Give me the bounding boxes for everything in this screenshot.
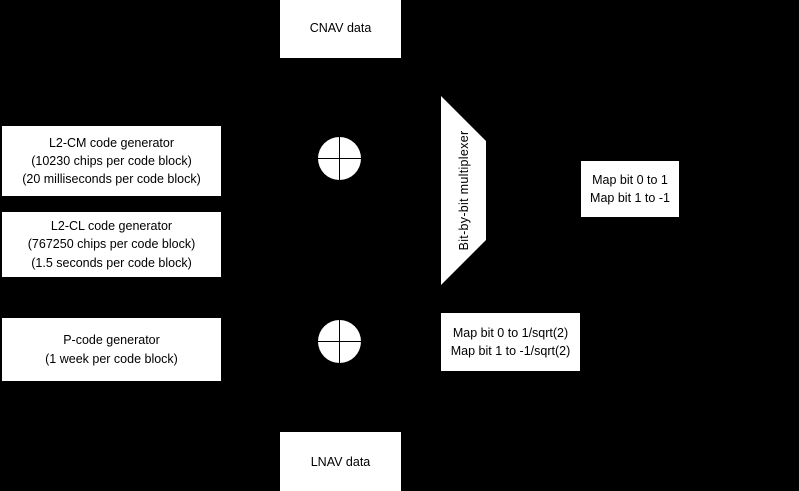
pcode-line-2: (1 week per code block) (45, 351, 178, 366)
node-l2cl-generator: L2-CL code generator (767250 chips per c… (2, 212, 221, 277)
map-unit-line-1: Map bit 0 to 1 (592, 172, 668, 187)
multiplexer-shape (441, 96, 486, 285)
circle-plus-vertical-stroke (338, 137, 341, 180)
map-sqrt-line-1: Map bit 0 to 1/sqrt(2) (452, 325, 569, 340)
node-bit-by-bit-multiplexer: Bit-by-bit multiplexer (441, 96, 486, 285)
pcode-line-1: P-code generator (63, 333, 160, 348)
node-cnav-data: CNAV data (280, 0, 401, 58)
circle-plus-icon-top (318, 137, 361, 180)
l2cm-line-1: L2-CM code generator (48, 135, 175, 150)
circle-plus-icon-bottom (318, 320, 361, 363)
node-lnav-data: LNAV data (280, 432, 401, 491)
node-p-code-generator: P-code generator (1 week per code block) (2, 318, 221, 381)
l2cl-line-3: (1.5 seconds per code block) (31, 255, 192, 270)
l2cl-line-1: L2-CL code generator (50, 219, 173, 234)
l2cm-line-2: (10230 chips per code block) (31, 153, 192, 168)
l2cl-line-2: (767250 chips per code block) (27, 237, 196, 252)
cnav-data-label: CNAV data (309, 20, 372, 35)
map-unit-line-2: Map bit 1 to -1 (590, 191, 670, 205)
node-map-unit: Map bit 0 to 1 Map bit 1 to -1 (581, 161, 679, 217)
node-map-sqrt: Map bit 0 to 1/sqrt(2) Map bit 1 to -1/s… (441, 313, 580, 371)
l2cm-line-3: (20 milliseconds per code block) (22, 172, 201, 187)
node-l2cm-generator: L2-CM code generator (10230 chips per co… (2, 126, 221, 196)
map-sqrt-line-2: Map bit 1 to -1/sqrt(2) (450, 344, 571, 358)
lnav-data-label: LNAV data (310, 455, 371, 470)
circle-plus-vertical-stroke (338, 320, 341, 363)
